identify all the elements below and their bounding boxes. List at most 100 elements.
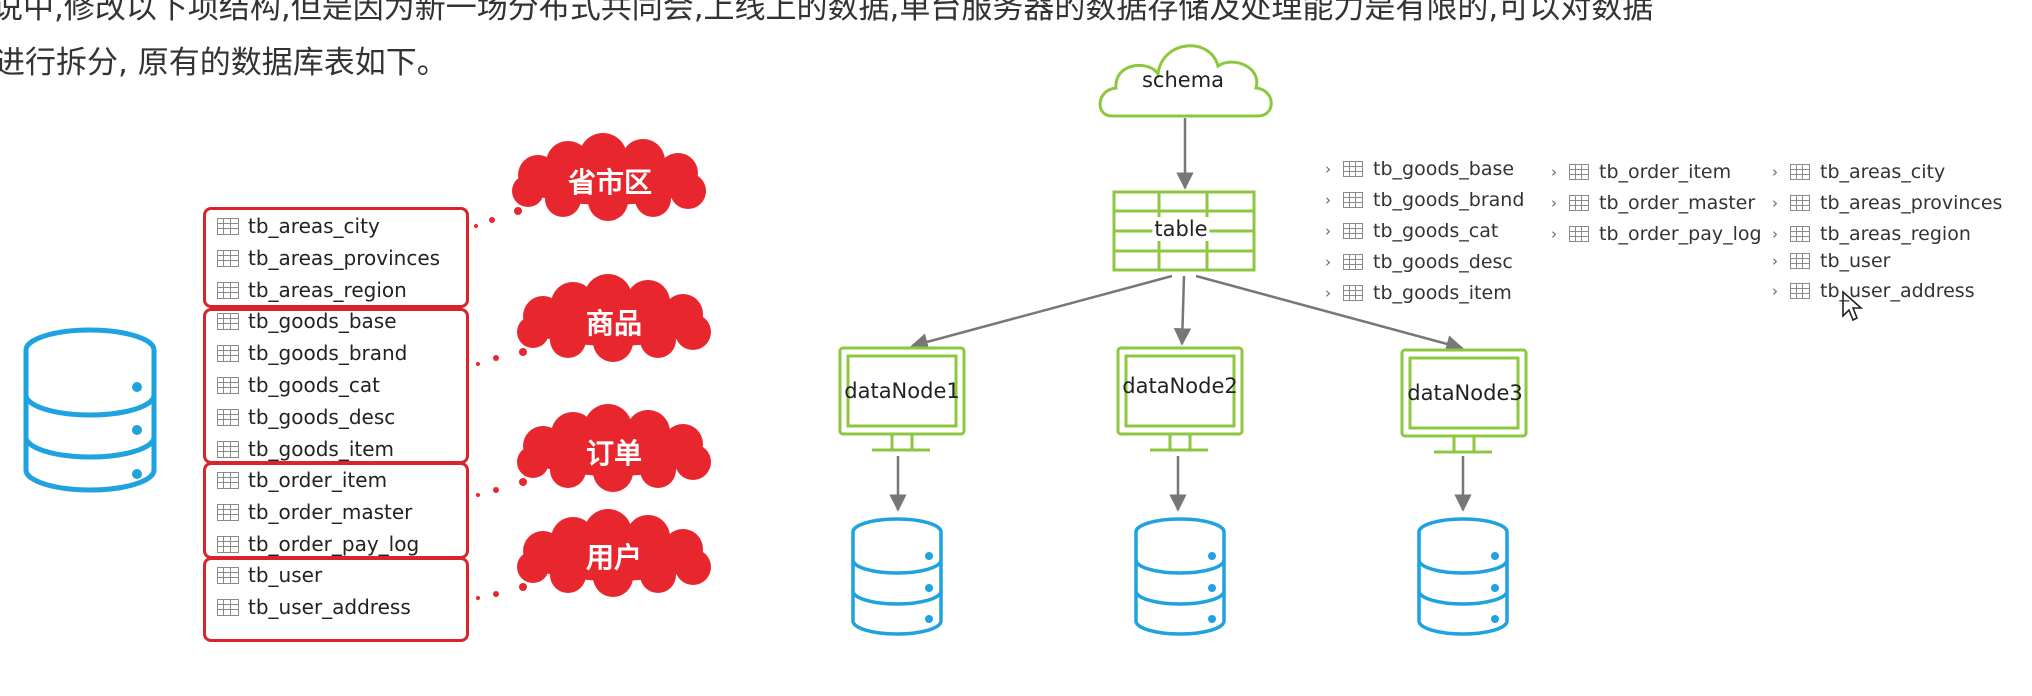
table-icon — [1343, 223, 1363, 239]
table-icon — [1790, 164, 1810, 180]
left-table-name: tb_goods_item — [248, 437, 395, 461]
tree-item[interactable]: › tb_areas_region — [1772, 222, 1971, 246]
cloud-goods — [517, 274, 711, 362]
table-icon — [217, 377, 239, 394]
table-icon — [1343, 254, 1363, 270]
left-table-name: tb_order_pay_log — [248, 532, 420, 556]
chevron-right-icon[interactable]: › — [1325, 284, 1331, 302]
tree-item[interactable]: › tb_user_address — [1772, 279, 1975, 303]
schema-cloud — [1098, 44, 1273, 118]
chevron-right-icon[interactable]: › — [1325, 253, 1331, 271]
left-table-name: tb_user_address — [248, 595, 411, 619]
tree-item-label: tb_order_master — [1599, 192, 1756, 214]
tree-item[interactable]: › tb_goods_brand — [1325, 188, 1524, 212]
table-icon — [217, 441, 239, 458]
table-icon — [217, 567, 239, 584]
tree-item[interactable]: › tb_goods_item — [1325, 281, 1512, 305]
tree-item[interactable]: › tb_goods_desc — [1325, 250, 1513, 274]
left-table-name: tb_user — [248, 563, 323, 587]
table-icon — [1569, 164, 1589, 180]
table-icon — [1790, 253, 1810, 269]
data-node-label-3: dataNode3 — [1407, 381, 1523, 405]
cloud-label-goods: 商品 — [585, 307, 643, 340]
table-icon — [1343, 161, 1363, 177]
intro-line-1: 说中,修改以下项结构,但是因为新一场分布式共同会,上线上的数据,单台服务器的数据… — [0, 0, 1654, 26]
tree-item-label: tb_goods_item — [1373, 282, 1512, 304]
table-icon — [1790, 195, 1810, 211]
chevron-right-icon[interactable]: › — [1772, 252, 1778, 270]
cloud-connectors — [474, 207, 527, 600]
chevron-right-icon[interactable]: › — [1772, 194, 1778, 212]
tree-item-label: tb_goods_base — [1373, 158, 1515, 180]
chevron-right-icon[interactable]: › — [1772, 225, 1778, 243]
table-icon — [217, 472, 239, 489]
table-icon — [217, 250, 239, 267]
table-icon — [217, 504, 239, 521]
left-table-name: tb_areas_provinces — [248, 246, 441, 270]
tree-item-label: tb_order_item — [1599, 161, 1732, 183]
data-node-label-1: dataNode1 — [844, 379, 960, 403]
chevron-right-icon[interactable]: › — [1325, 160, 1331, 178]
tree-item-label: tb_order_pay_log — [1599, 223, 1762, 245]
tree-item[interactable]: › tb_areas_provinces — [1772, 191, 2002, 215]
tree-item-label: tb_areas_provinces — [1820, 192, 2003, 214]
table-icon — [217, 282, 239, 299]
mouse-pointer-icon — [1842, 290, 1864, 322]
table-icon — [1569, 226, 1589, 242]
table-icon — [1790, 283, 1810, 299]
table-label: table — [1152, 217, 1210, 241]
group-frame-users — [203, 557, 469, 642]
table-icon — [217, 409, 239, 426]
schema-label: schema — [1141, 68, 1225, 92]
tree-item[interactable]: › tb_goods_cat — [1325, 219, 1498, 243]
data-node-label-2: dataNode2 — [1122, 374, 1238, 398]
tree-item[interactable]: › tb_user — [1772, 249, 1890, 273]
tree-item[interactable]: › tb_order_pay_log — [1551, 222, 1762, 246]
tree-item-label: tb_user_address — [1820, 280, 1975, 302]
tree-item[interactable]: › tb_order_item — [1551, 160, 1731, 184]
tree-item[interactable]: › tb_goods_base — [1325, 157, 1514, 181]
table-icon — [1569, 195, 1589, 211]
left-table-name: tb_areas_region — [248, 278, 407, 302]
table-icon — [1343, 192, 1363, 208]
cloud-orders — [517, 404, 711, 492]
tree-item[interactable]: › tb_areas_city — [1772, 160, 1945, 184]
chevron-right-icon[interactable]: › — [1772, 282, 1778, 300]
cloud-label-orders: 订单 — [585, 437, 643, 470]
left-table-name: tb_goods_cat — [248, 373, 380, 397]
table-icon — [1790, 226, 1810, 242]
arrows-table-nodes — [910, 274, 1464, 353]
table-icon — [1343, 285, 1363, 301]
arrows-node-db — [889, 456, 1472, 512]
intro-line-2: 进行拆分, 原有的数据库表如下。 — [0, 45, 448, 81]
left-table-name: tb_goods_desc — [248, 405, 396, 429]
tree-item-label: tb_areas_region — [1820, 223, 1971, 245]
table-icon — [217, 599, 239, 616]
group-frame-areas — [203, 207, 469, 308]
database-icon — [23, 327, 157, 493]
chevron-right-icon[interactable]: › — [1772, 163, 1778, 181]
data-node-monitors — [838, 346, 1528, 454]
tree-item[interactable]: › tb_order_master — [1551, 191, 1755, 215]
cloud-label-users: 用户 — [585, 541, 643, 574]
chevron-right-icon[interactable]: › — [1551, 225, 1557, 243]
chevron-right-icon[interactable]: › — [1551, 163, 1557, 181]
chevron-right-icon[interactable]: › — [1325, 222, 1331, 240]
cloud-users — [517, 509, 711, 597]
cloud-shapes — [512, 133, 711, 597]
left-table-name: tb_order_item — [248, 468, 388, 492]
chevron-right-icon[interactable]: › — [1325, 191, 1331, 209]
tree-item-label: tb_areas_city — [1820, 161, 1946, 183]
cloud-provinces — [512, 133, 706, 221]
cloud-label-areas: 省市区 — [567, 166, 653, 199]
tree-item-label: tb_goods_cat — [1373, 220, 1499, 242]
tree-item-label: tb_user — [1820, 250, 1891, 272]
node-databases — [851, 517, 1509, 636]
table-icon — [217, 313, 239, 330]
table-icon — [217, 218, 239, 235]
left-table-name: tb_goods_brand — [248, 341, 408, 365]
tree-item-label: tb_goods_brand — [1373, 189, 1525, 211]
chevron-right-icon[interactable]: › — [1551, 194, 1557, 212]
tree-item-label: tb_goods_desc — [1373, 251, 1513, 273]
